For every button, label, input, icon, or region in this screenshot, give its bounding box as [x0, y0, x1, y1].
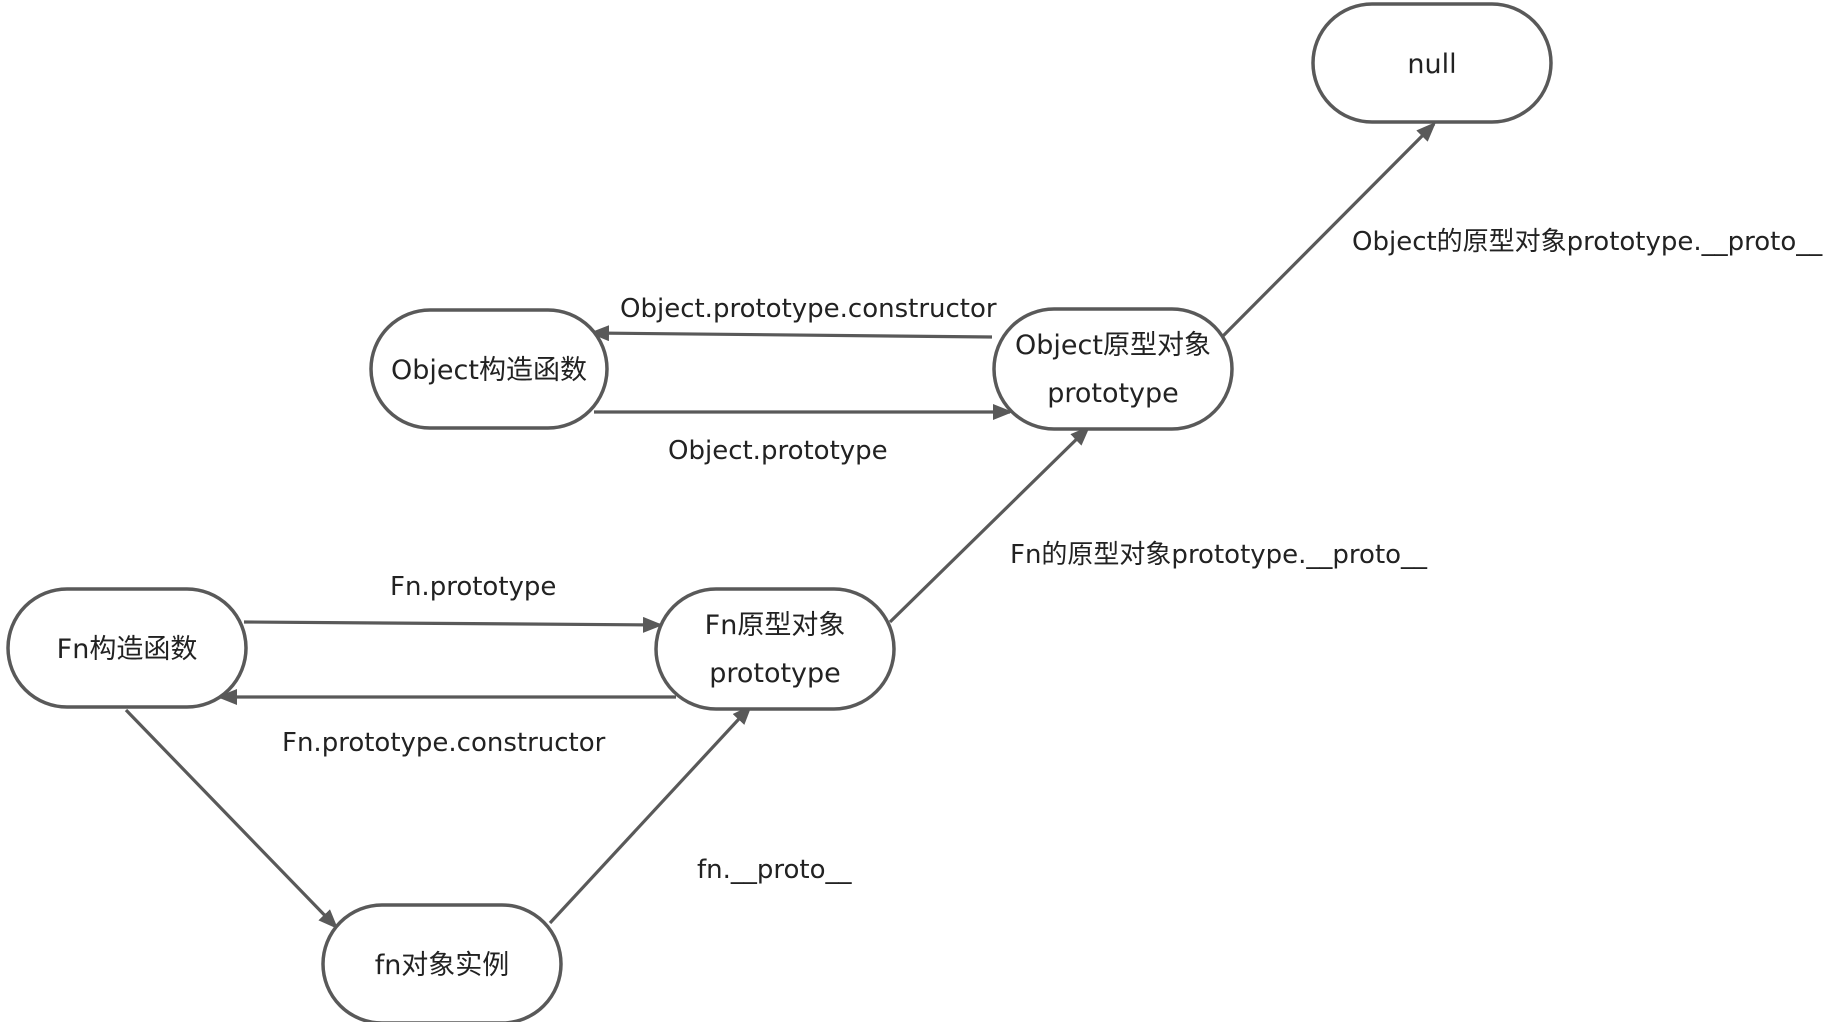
node-null: null [1311, 2, 1553, 124]
node-fn-prototype-line2: prototype [709, 658, 841, 689]
node-fn-instance-label: fn对象实例 [375, 950, 510, 981]
node-object-prototype-line2: prototype [1047, 378, 1179, 409]
node-object-constructor-label: Object构造函数 [391, 355, 587, 386]
edge-label-object-proto-constructor: Object.prototype.constructor [620, 294, 997, 324]
node-null-label: null [1407, 49, 1456, 80]
edge-label-fn-proto-to-object-proto: Fn的原型对象prototype.__proto__ [1010, 540, 1428, 570]
edge-fn-prototype [243, 616, 663, 633]
edge-label-fn-proto-constructor: Fn.prototype.constructor [282, 728, 606, 758]
node-fn-prototype: Fn原型对象 prototype [654, 587, 896, 711]
edge-fn-constructor-to-instance [124, 708, 339, 930]
edge-fn-instance-proto [548, 704, 753, 925]
edge-label-fn-prototype: Fn.prototype [390, 572, 556, 602]
node-object-constructor: Object构造函数 [369, 308, 609, 430]
edge-object-proto-constructor [589, 325, 993, 342]
node-fn-constructor-label: Fn构造函数 [57, 634, 198, 665]
edge-label-fn-instance-proto: fn.__proto__ [697, 855, 853, 885]
node-object-prototype-line1: Object原型对象 [1015, 330, 1211, 361]
node-fn-constructor: Fn构造函数 [6, 587, 248, 709]
edge-label-object-prototype: Object.prototype [668, 436, 888, 466]
edge-fn-proto-to-object-proto [888, 425, 1091, 624]
edge-label-object-proto-to-null: Object的原型对象prototype.__proto__ [1352, 227, 1823, 257]
edge-object-proto-to-null [1220, 121, 1437, 339]
node-object-prototype: Object原型对象 prototype [992, 307, 1234, 431]
node-fn-prototype-line1: Fn原型对象 [705, 610, 846, 641]
node-fn-instance: fn对象实例 [321, 903, 563, 1022]
